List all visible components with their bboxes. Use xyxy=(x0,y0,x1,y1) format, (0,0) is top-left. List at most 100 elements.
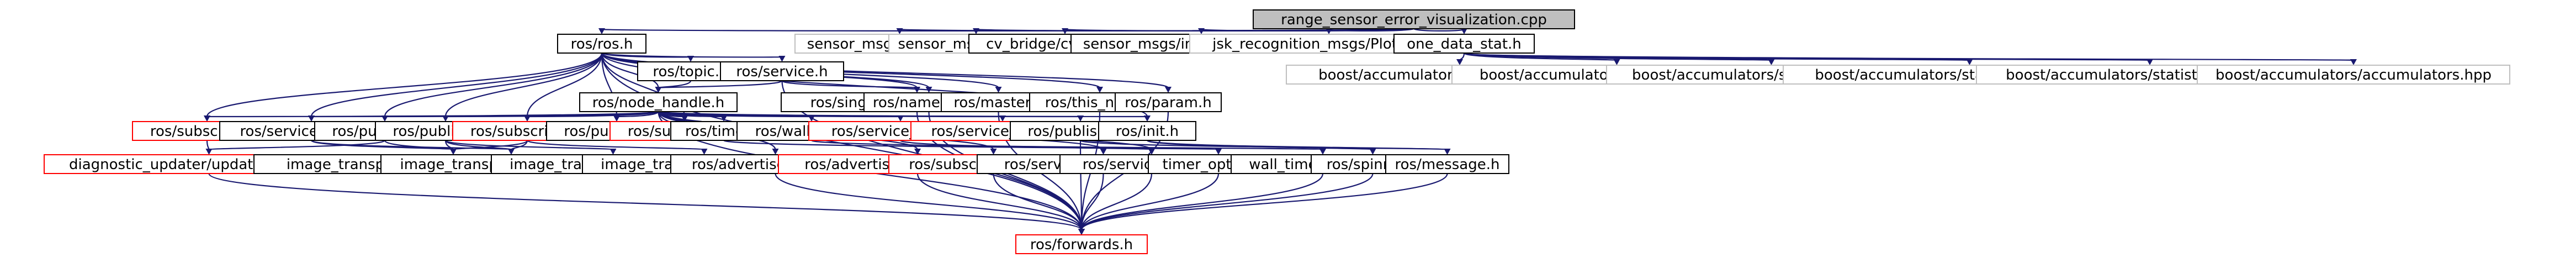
graph-node-message-h[interactable]: ros/message.h xyxy=(1385,154,1509,174)
edge-arrowhead xyxy=(1144,115,1151,122)
node-box xyxy=(1015,234,1148,254)
graph-node-root[interactable]: range_sensor_error_visualization.cpp xyxy=(1253,9,1575,29)
edge-service-client-to-forwards-h xyxy=(1080,173,1153,230)
edge-one-data-stat-to-max-hpp xyxy=(1463,52,1772,61)
edge-ros-h-to-node-handle xyxy=(601,52,659,88)
edge-arrowhead xyxy=(995,87,1002,93)
edge-arrowhead xyxy=(990,149,997,155)
edge-ros-h-to-publisher-2 xyxy=(444,52,603,117)
node-box xyxy=(579,92,738,112)
graph-node-forwards-h[interactable]: ros/forwards.h xyxy=(1015,234,1148,254)
edge-service-server-1-to-it-loader xyxy=(310,139,512,151)
node-label: ros/init.h xyxy=(1116,123,1179,140)
graph-node-ros-h[interactable]: ros/ros.h xyxy=(557,34,646,54)
graph-node-accum-hpp[interactable]: boost/accumulators/accumulators.hpp xyxy=(2197,65,2510,85)
edge-arrowhead xyxy=(508,149,515,155)
graph-node-service-h[interactable]: ros/service.h xyxy=(720,61,844,81)
edge-arrowhead xyxy=(598,28,605,34)
node-label: boost/accumulators/accumulators.hpp xyxy=(2215,67,2492,83)
edge-arrowhead xyxy=(1456,59,1463,65)
edge-ros-h-to-service-server-1 xyxy=(310,52,603,117)
node-box xyxy=(1253,9,1575,29)
edge-arrowhead xyxy=(1100,149,1107,155)
edge-arrowhead xyxy=(524,115,531,122)
edge-message-h-to-forwards-h xyxy=(1080,173,1448,230)
edge-ros-h-to-publisher-1 xyxy=(384,52,603,117)
edge-timer-opts-to-forwards-h xyxy=(1080,173,1220,230)
graph-node-node-handle[interactable]: ros/node_handle.h xyxy=(579,92,738,112)
edge-adv-service-opts-to-forwards-h xyxy=(916,173,1083,230)
edge-arrowhead xyxy=(772,149,779,155)
edge-arrowhead xyxy=(1966,59,1973,65)
node-label: ros/forwards.h xyxy=(1030,237,1133,253)
edge-arrowhead xyxy=(1461,28,1467,34)
node-label: ros/topic.h xyxy=(653,64,728,80)
edge-arrowhead xyxy=(701,149,708,155)
edge-arrowhead xyxy=(973,28,979,34)
edge-arrowhead xyxy=(2350,59,2357,65)
edge-diag-update-to-forwards-h xyxy=(208,173,1083,230)
edge-subscribe-opts-to-forwards-h xyxy=(993,173,1083,230)
edge-arrowhead xyxy=(609,149,617,155)
edge-wall-timer-to-wall-timer-opts xyxy=(810,139,1324,151)
edge-service-client-r-to-service-client xyxy=(899,139,1153,151)
node-label: ros/param.h xyxy=(1125,94,1211,111)
edge-arrowhead xyxy=(381,115,388,122)
edge-ros-h-to-subscriber-r1 xyxy=(206,52,603,117)
edge-arrowhead xyxy=(914,149,921,155)
edge-arrowhead xyxy=(1148,149,1155,155)
edge-arrowhead xyxy=(204,115,210,122)
edge-arrowhead xyxy=(1096,87,1103,93)
edge-arrowhead xyxy=(1062,28,1068,34)
edge-arrowhead xyxy=(681,115,688,122)
edge-publisher-1-to-diag-update xyxy=(208,139,386,151)
node-label: ros/service.h xyxy=(736,64,828,80)
node-label: ros/master.h xyxy=(953,94,1043,111)
edge-arrowhead xyxy=(450,149,457,155)
edge-arrowhead xyxy=(1319,149,1326,155)
edge-publisher-2-to-it-exception-1 xyxy=(444,139,614,151)
edge-arrowhead xyxy=(914,87,920,93)
graph-node-one-data-stat[interactable]: one_data_stat.h xyxy=(1393,34,1535,54)
edge-arrowhead xyxy=(1198,28,1205,34)
edge-arrowhead xyxy=(1369,149,1376,155)
edge-arrowhead xyxy=(2146,59,2153,65)
graph-node-init-h[interactable]: ros/init.h xyxy=(1098,121,1196,141)
node-box xyxy=(1115,92,1222,112)
edge-service-client-opts-to-forwards-h xyxy=(1080,173,1104,230)
node-box xyxy=(1385,154,1509,174)
edge-spinner-h-to-forwards-h xyxy=(1080,173,1374,230)
edge-arrowhead xyxy=(1326,28,1332,34)
edge-arrowhead xyxy=(1444,149,1451,155)
edge-arrowhead xyxy=(778,56,786,62)
graph-node-param-h[interactable]: ros/param.h xyxy=(1115,92,1222,112)
node-layer: range_sensor_error_visualization.cpp ros/… xyxy=(44,9,2510,254)
edge-arrowhead xyxy=(205,149,213,155)
edge-service-h-to-names-h xyxy=(781,80,918,89)
edge-arrowhead xyxy=(1613,59,1620,65)
node-label: one_data_stat.h xyxy=(1407,36,1522,52)
node-box xyxy=(1098,121,1196,141)
node-label: ros/message.h xyxy=(1395,156,1500,173)
edge-node-handle-to-subscriber-r2 xyxy=(527,111,659,118)
edge-ros-h-to-subscriber-r2 xyxy=(526,52,603,117)
edge-arrowhead xyxy=(655,87,662,93)
edge-arrowhead xyxy=(613,115,620,122)
edge-subscriber-r1-to-diag-update xyxy=(206,140,210,150)
edge-subscriber-r2-to-it-exception-2 xyxy=(526,139,705,151)
edge-arrowhead xyxy=(896,28,903,34)
edge-ros-h-to-service-h xyxy=(601,52,783,58)
edge-ros-h-to-param-h xyxy=(601,52,1169,89)
edge-arrowhead xyxy=(308,115,315,122)
node-label: ros/ros.h xyxy=(571,36,633,52)
node-box xyxy=(2197,65,2510,85)
edge-node-handle-to-init-h xyxy=(658,111,1148,118)
node-box xyxy=(720,61,844,81)
node-label: range_sensor_error_visualization.cpp xyxy=(1281,12,1547,28)
edge-arrowhead xyxy=(1078,229,1085,235)
edge-arrowhead xyxy=(442,115,449,122)
edge-advertise-opts-to-forwards-h xyxy=(775,173,1083,230)
edge-publisher-4-to-message-h xyxy=(1079,139,1448,151)
edge-arrowhead xyxy=(720,115,727,122)
